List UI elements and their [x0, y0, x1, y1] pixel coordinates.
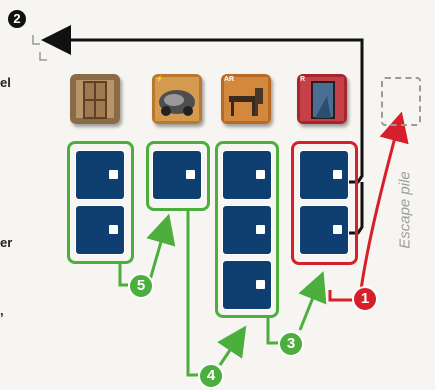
step3-arrow: [298, 271, 327, 331]
card: [299, 205, 349, 255]
step3-connector: [266, 316, 280, 345]
card: [75, 205, 125, 255]
return-arrow-connector: [349, 182, 364, 235]
tile-tag: AR: [224, 76, 235, 83]
column-frame-green: [215, 141, 279, 318]
target-corner-marks: [32, 35, 47, 61]
card: [222, 205, 272, 255]
red-door-icon: R: [297, 74, 347, 124]
step4-connector: [186, 211, 200, 377]
escape-pile-label: Escape pile: [396, 171, 414, 249]
escape-pile-slot: [381, 77, 421, 126]
card-pip: [333, 170, 342, 179]
card-pip: [109, 225, 118, 234]
step-badge-5: 5: [128, 273, 154, 299]
red-badge-connector: [328, 290, 357, 302]
card-pip: [256, 280, 265, 289]
column-frame-green: [146, 141, 210, 211]
card: [75, 150, 125, 200]
step-badge-4: 4: [198, 363, 224, 389]
column-frame-green: [67, 141, 134, 264]
card: [222, 260, 272, 310]
step-badge-1: 1: [352, 286, 378, 312]
card: [222, 150, 272, 200]
doorway-room-icon: [70, 74, 120, 124]
tile-tag: R: [300, 76, 306, 83]
step5-connector: [118, 262, 130, 287]
ruined-car-icon: ⚡: [152, 74, 202, 124]
card-pip: [256, 170, 265, 179]
card-pip: [256, 225, 265, 234]
edge-text-fragment: er: [0, 235, 13, 250]
step5-arrow: [146, 213, 176, 281]
card: [299, 150, 349, 200]
escape-arrow: [359, 111, 409, 291]
card-pip: [333, 225, 342, 234]
column-frame-red: [291, 141, 358, 265]
edge-text-fragment: ,: [0, 303, 4, 318]
step-badge-2: 2: [8, 10, 26, 28]
step-badge-3: 3: [278, 331, 304, 357]
desk-chair-icon: AR: [221, 74, 271, 124]
tile-tag: ⚡: [155, 76, 164, 83]
edge-text-fragment: el: [0, 75, 11, 90]
card-pip: [186, 170, 195, 179]
card: [152, 150, 202, 200]
card-pip: [109, 170, 118, 179]
step4-arrow: [217, 325, 247, 366]
